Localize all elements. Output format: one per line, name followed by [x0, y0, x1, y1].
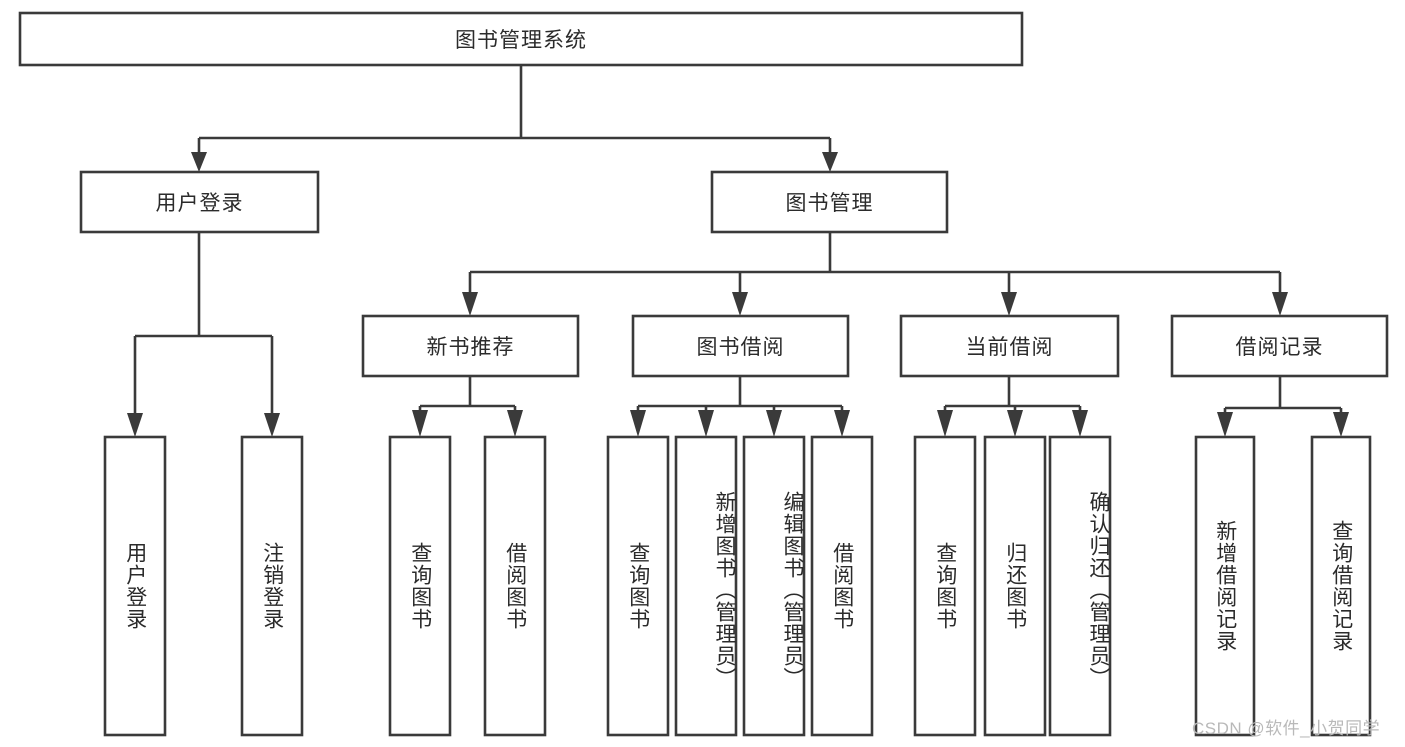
arrow-head-leaf-query-book-2: [630, 410, 646, 437]
arrow-head-user-login: [191, 152, 207, 172]
arrow-head-leaf-borrow-book-2: [834, 410, 850, 437]
node-box-leaf-add-record[interactable]: [1194, 435, 1256, 737]
arrow-head-new-book-recommend: [462, 292, 478, 316]
arrow-head-current-borrow: [1001, 292, 1017, 316]
arrow-head-leaf-borrow-book-1: [507, 410, 523, 437]
node-box-leaf-user-login[interactable]: [103, 435, 167, 737]
arrow-head-book-borrow: [732, 292, 748, 316]
node-box-leaf-user-logout[interactable]: [240, 435, 304, 737]
node-box-leaf-query-book-2[interactable]: [606, 435, 670, 737]
node-box-book-borrow[interactable]: [631, 314, 850, 378]
arrow-head-leaf-confirm-return: [1072, 410, 1088, 437]
arrow-head-leaf-user-login: [127, 413, 143, 437]
arrow-head-leaf-return-book: [1007, 410, 1023, 437]
node-box-layer: [18, 11, 1389, 737]
arrow-head-leaf-user-logout: [264, 413, 280, 437]
node-box-current-borrow[interactable]: [899, 314, 1120, 378]
arrow-head-leaf-add-book: [698, 410, 714, 437]
node-box-leaf-confirm-return[interactable]: [1048, 435, 1112, 737]
node-box-borrow-record[interactable]: [1170, 314, 1389, 378]
arrow-head-leaf-query-book-1: [412, 410, 428, 437]
arrow-head-leaf-add-record: [1217, 412, 1233, 437]
connector-layer: [127, 65, 1349, 437]
node-box-new-book-recommend[interactable]: [361, 314, 580, 378]
node-box-leaf-borrow-book-2[interactable]: [810, 435, 874, 737]
arrow-head-borrow-record: [1272, 292, 1288, 316]
node-box-leaf-query-record[interactable]: [1310, 435, 1372, 737]
arrow-head-leaf-query-record: [1333, 412, 1349, 437]
node-box-leaf-borrow-book-1[interactable]: [483, 435, 547, 737]
node-box-leaf-edit-book[interactable]: [742, 435, 806, 737]
node-box-user-login[interactable]: [79, 170, 320, 234]
node-box-leaf-query-book-3[interactable]: [913, 435, 977, 737]
node-box-book-management[interactable]: [710, 170, 949, 234]
node-box-leaf-add-book[interactable]: [674, 435, 738, 737]
arrow-head-leaf-query-book-3: [937, 410, 953, 437]
arrow-head-leaf-edit-book: [766, 410, 782, 437]
node-box-leaf-return-book[interactable]: [983, 435, 1047, 737]
node-box-leaf-query-book-1[interactable]: [388, 435, 452, 737]
arrow-head-book-management: [822, 152, 838, 172]
node-box-root[interactable]: [18, 11, 1024, 67]
